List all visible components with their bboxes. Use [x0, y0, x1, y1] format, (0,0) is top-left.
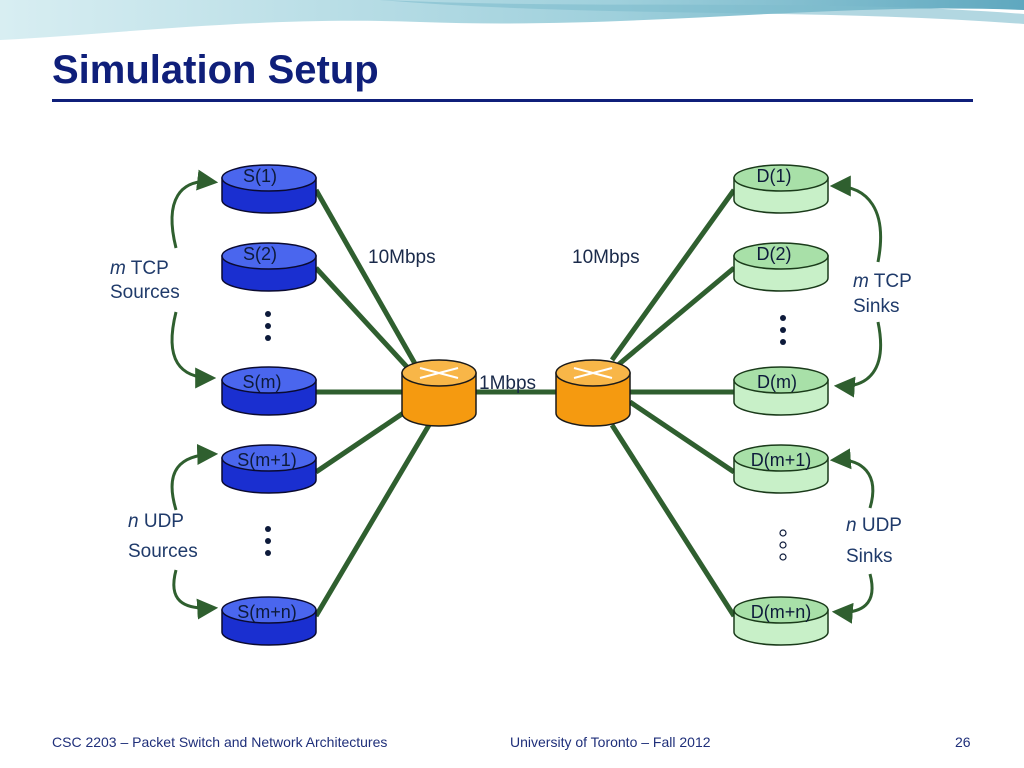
link-d1: [609, 188, 737, 362]
ellipsis-tcp-sources: [265, 311, 271, 341]
group-arrows: [170, 169, 883, 624]
group-label-udp-sources: n UDP: [128, 511, 184, 532]
group-label-tcp-sources-line2: Sources: [110, 282, 180, 303]
group-label-tcp-sinks-line2: Sinks: [853, 296, 899, 317]
page-number: 26: [955, 734, 971, 750]
title-underline: [52, 99, 973, 102]
group-label-tcp-sinks: m TCP: [853, 271, 912, 292]
router-left: [401, 359, 477, 427]
arrow-tcp-sources-down: [170, 311, 217, 389]
router-arrows-icon: [573, 367, 613, 379]
ellipsis-udp-sources: [265, 526, 271, 556]
ellipsis-udp-sinks: [779, 529, 787, 561]
ellipsis-tcp-sinks: [780, 315, 786, 345]
source-sm: S(m): [221, 366, 317, 416]
router-arrows-icon: [419, 367, 459, 379]
node-label: S(2): [243, 244, 277, 264]
link-label-right: 10Mbps: [572, 247, 640, 268]
sink-dm1: D(m+1): [733, 444, 829, 494]
sink-d2: D(2): [733, 242, 829, 292]
node-label: S(m+1): [237, 450, 297, 470]
node-label: S(m): [243, 372, 282, 392]
sink-dmn: D(m+n): [733, 596, 829, 646]
node-label: D(m+1): [751, 450, 812, 470]
arrow-tcp-sinks-down: [833, 321, 883, 398]
footer-course: CSC 2203 – Packet Switch and Network Arc…: [52, 734, 388, 750]
sink-dm: D(m): [733, 366, 829, 416]
node-label: D(m): [757, 372, 797, 392]
sink-d1: D(1): [733, 164, 829, 214]
link-label-bottleneck: 1Mbps: [479, 373, 536, 394]
link-d2: [610, 266, 736, 372]
header-wave: [0, 0, 1024, 40]
node-label: S(1): [243, 166, 277, 186]
source-s2: S(2): [221, 242, 317, 292]
link-dmn: [609, 423, 737, 618]
arrow-tcp-sources-up: [170, 169, 219, 249]
node-label: D(1): [757, 166, 792, 186]
footer-institution: University of Toronto – Fall 2012: [510, 734, 711, 750]
arrow-udp-sources-down: [172, 569, 219, 620]
node-label: D(m+n): [751, 602, 812, 622]
source-s1: S(1): [221, 164, 317, 214]
link-smn: [313, 418, 435, 618]
group-label-udp-sources-line2: Sources: [128, 541, 198, 562]
source-sm1: S(m+1): [221, 444, 317, 494]
group-label-udp-sinks-line2: Sinks: [846, 546, 892, 567]
arrow-udp-sources-up: [170, 444, 219, 511]
source-smn: S(m+n): [221, 596, 317, 646]
links: [313, 188, 737, 618]
node-label: S(m+n): [237, 602, 297, 622]
link-dm1: [628, 399, 736, 475]
router-right: [555, 359, 631, 427]
group-label-tcp-sources: m TCP: [110, 258, 169, 279]
node-label: D(2): [757, 244, 792, 264]
arrow-tcp-sinks-up: [829, 175, 883, 263]
link-label-left: 10Mbps: [368, 247, 436, 268]
arrow-udp-sinks-up: [829, 448, 875, 509]
page-title: Simulation Setup: [52, 48, 379, 92]
arrow-udp-sinks-down: [831, 573, 874, 624]
link-s1: [313, 188, 433, 392]
group-label-udp-sinks: n UDP: [846, 515, 902, 536]
